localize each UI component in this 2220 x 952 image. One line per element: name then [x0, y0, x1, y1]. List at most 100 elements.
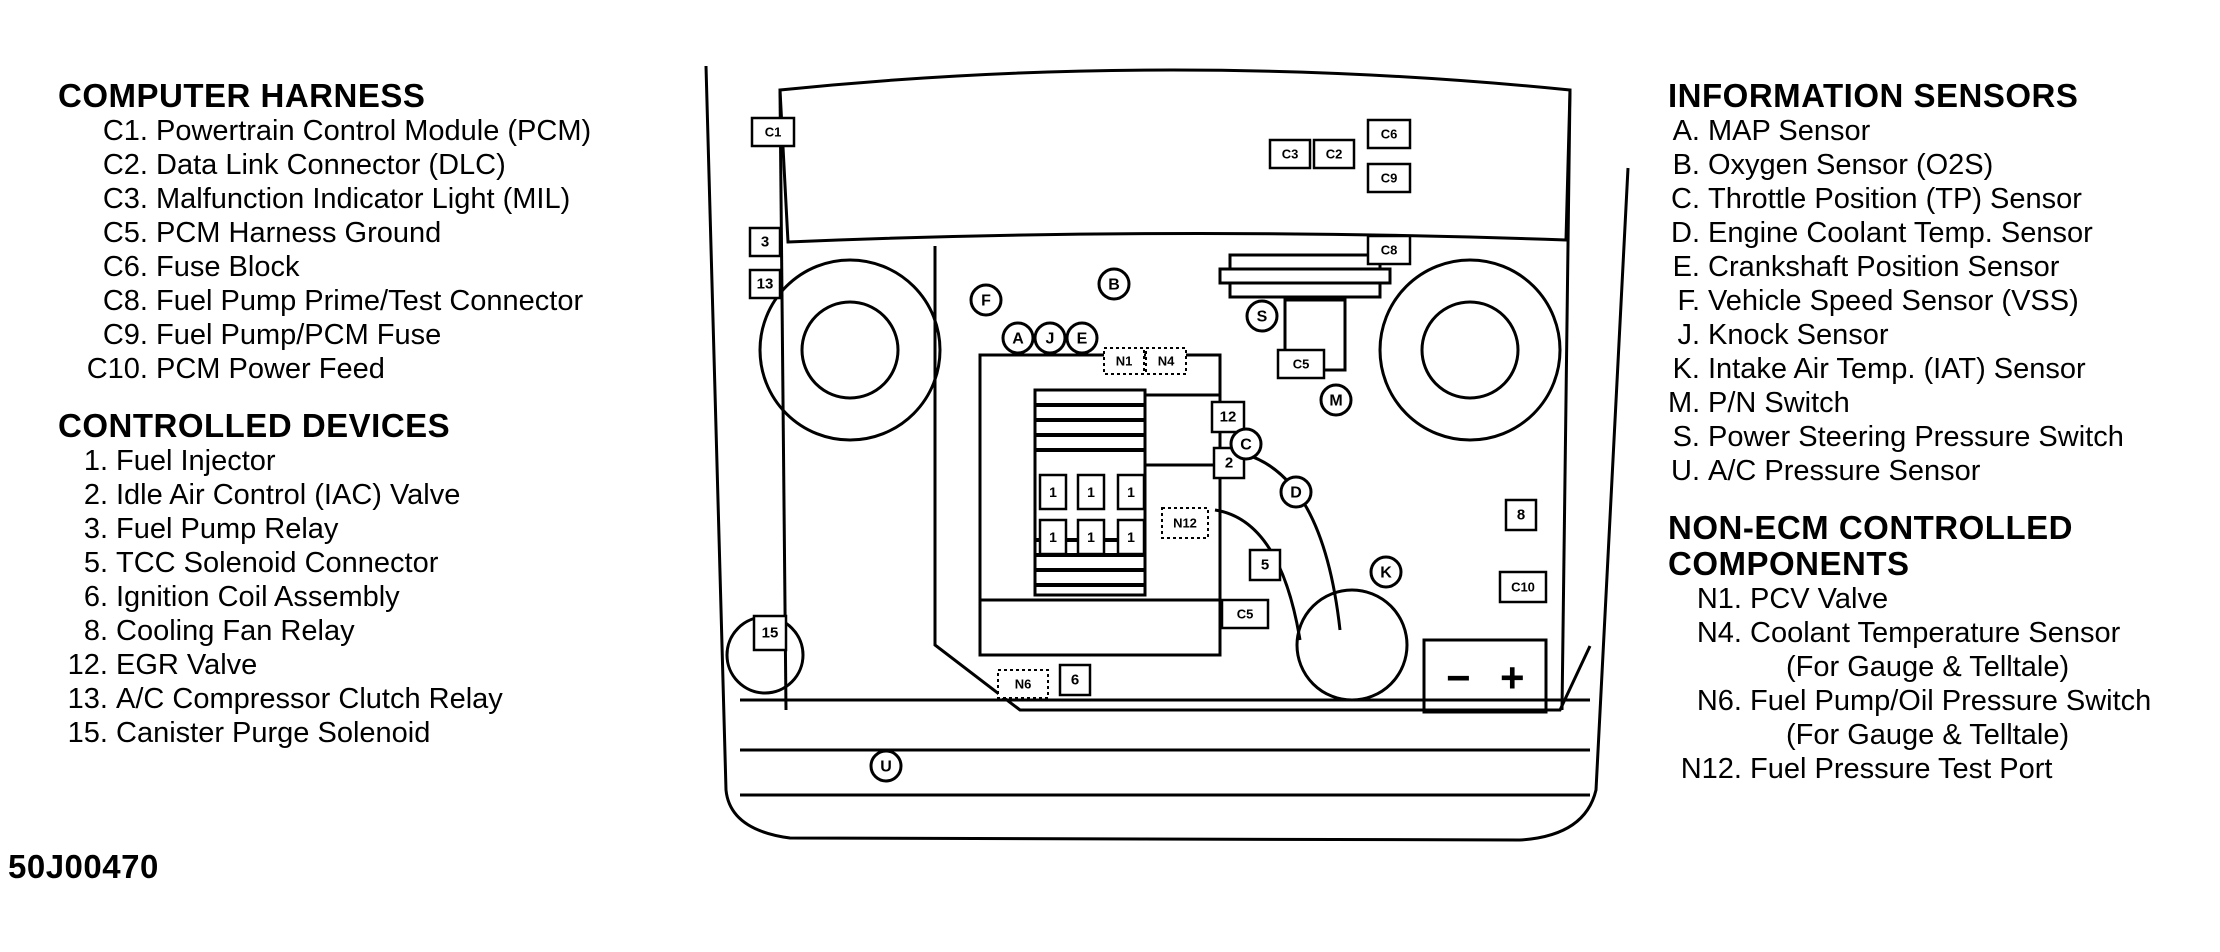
connector-label-r15: 15	[762, 625, 779, 642]
injector-label: 1	[1087, 529, 1095, 545]
connector-label-c3: C3	[1282, 147, 1299, 162]
legend-key: N1.	[1696, 583, 1742, 615]
sensor-circle-J	[1033, 321, 1067, 355]
legend-text: MAP Sensor	[1708, 115, 1871, 147]
legend-item: N1.PCV Valve	[1668, 582, 2151, 616]
sensor-circle-C	[1229, 427, 1263, 461]
legend-key: S.	[1672, 421, 1700, 453]
right-strut-tower-inner	[1420, 300, 1520, 400]
sensor-label-K: K	[1380, 565, 1392, 582]
injector-box	[1116, 518, 1146, 556]
sensor-label-D: D	[1290, 485, 1302, 502]
sensor-label-M: M	[1329, 393, 1342, 410]
legend-item: C8.Fuel Pump Prime/Test Connector	[58, 284, 591, 318]
legend-text: Fuel Injector	[116, 445, 276, 477]
legend-key: 5.	[83, 547, 108, 579]
legend-key: C5.	[102, 217, 148, 249]
connector-label-c6: C6	[1381, 127, 1398, 142]
injector-label: 1	[1127, 484, 1135, 500]
sensor-circle-F	[969, 283, 1003, 317]
sensor-circle-S	[1245, 299, 1279, 333]
legend-text: Ignition Coil Assembly	[116, 581, 400, 613]
computer-harness-list: C1.Powertrain Control Module (PCM)C2.Dat…	[58, 114, 591, 386]
injector-label: 1	[1127, 529, 1135, 545]
legend-text: Data Link Connector (DLC)	[156, 149, 506, 181]
sensor-label-C: C	[1240, 437, 1252, 454]
legend-item: C5.PCM Harness Ground	[58, 216, 591, 250]
connector-label-c1: C1	[765, 125, 782, 140]
non-ecm-box-n12	[1161, 507, 1209, 539]
legend-item: 5.TCC Solenoid Connector	[58, 546, 591, 580]
legend-key: K.	[1672, 353, 1700, 385]
legend-item: M.P/N Switch	[1668, 386, 2151, 420]
legend-item: K.Intake Air Temp. (IAT) Sensor	[1668, 352, 2151, 386]
connector-label-r13: 13	[757, 276, 774, 293]
legend-text: Fuel Pump/Oil Pressure Switch	[1750, 685, 2152, 717]
connector-label-r5: 5	[1261, 557, 1269, 574]
legend-text: PCM Harness Ground	[156, 217, 442, 249]
left-strut-tower-inner	[800, 300, 900, 400]
injector-label: 1	[1049, 484, 1057, 500]
sensor-label-A: A	[1012, 331, 1024, 348]
right-strut-tower-outer	[1378, 258, 1562, 442]
legend-text: Canister Purge Solenoid	[116, 717, 431, 749]
engine-block	[978, 353, 1222, 657]
connector-box-c3	[1268, 138, 1312, 170]
connector-label-c8: C8	[1381, 243, 1398, 258]
legend-text: EGR Valve	[116, 649, 258, 681]
connector-box-c5b	[1220, 598, 1270, 630]
connector-box-r8	[1504, 498, 1538, 532]
connector-box-c2	[1312, 138, 1356, 170]
legend-text: Coolant Temperature Sensor	[1750, 617, 2121, 649]
legend-text: Cooling Fan Relay	[116, 615, 355, 647]
front-rail	[740, 698, 1590, 797]
sensor-label-B: B	[1108, 277, 1120, 294]
non-ecm-title-line2: COMPONENTS	[1668, 545, 1910, 582]
left-fender-line	[778, 89, 788, 711]
legend-item: 2.Idle Air Control (IAC) Valve	[58, 478, 591, 512]
non-ecm-label-n6: N6	[1015, 677, 1032, 692]
left-strut-tower-outer	[758, 258, 942, 442]
legend-item: C3.Malfunction Indicator Light (MIL)	[58, 182, 591, 216]
legend-key: 12.	[67, 649, 108, 681]
throttle-body	[1143, 393, 1222, 467]
connector-label-r12: 12	[1220, 409, 1237, 426]
injector-label: 1	[1049, 529, 1057, 545]
connector-label-c10: C10	[1511, 580, 1535, 595]
legend-item: B.Oxygen Sensor (O2S)	[1668, 148, 2151, 182]
information-sensors-title: INFORMATION SENSORS	[1668, 77, 2079, 114]
connector-box-r15	[752, 614, 788, 652]
sensor-circle-A	[1001, 321, 1035, 355]
legend-item: 6.Ignition Coil Assembly	[58, 580, 591, 614]
legend-key: C2.	[102, 149, 148, 181]
legend-key: 8.	[83, 615, 108, 647]
sensor-circle-M	[1319, 383, 1353, 417]
non-ecm-label-n4: N4	[1158, 354, 1175, 369]
legend-key: C9.	[102, 319, 148, 351]
body-outline	[704, 65, 1630, 842]
connector-box-c5a	[1276, 348, 1326, 380]
legend-text: Intake Air Temp. (IAT) Sensor	[1708, 353, 2086, 385]
legend-key: 15.	[67, 717, 108, 749]
sensor-label-J: J	[1046, 331, 1055, 348]
connector-box-r3	[748, 226, 782, 258]
legend-item: J.Knock Sensor	[1668, 318, 2151, 352]
engine-bay-outline	[933, 246, 1592, 712]
legend-key: N6.	[1696, 685, 1742, 717]
legend-key: C.	[1671, 183, 1700, 215]
legend-item: N6.Fuel Pump/Oil Pressure Switch	[1668, 684, 2151, 718]
sensor-circle-D	[1279, 475, 1313, 509]
connector-box-c9	[1366, 162, 1412, 194]
legend-text: Fuel Pressure Test Port	[1750, 753, 2053, 785]
air-cleaner	[1295, 588, 1409, 702]
right-fender-line	[1560, 89, 1572, 711]
legend-key: C3.	[102, 183, 148, 215]
legend-key: N12.	[1680, 753, 1742, 785]
legend-text: P/N Switch	[1708, 387, 1850, 419]
injector-box	[1116, 473, 1146, 511]
connector-label-c2: C2	[1326, 147, 1343, 162]
legend-key: C10.	[86, 353, 148, 385]
